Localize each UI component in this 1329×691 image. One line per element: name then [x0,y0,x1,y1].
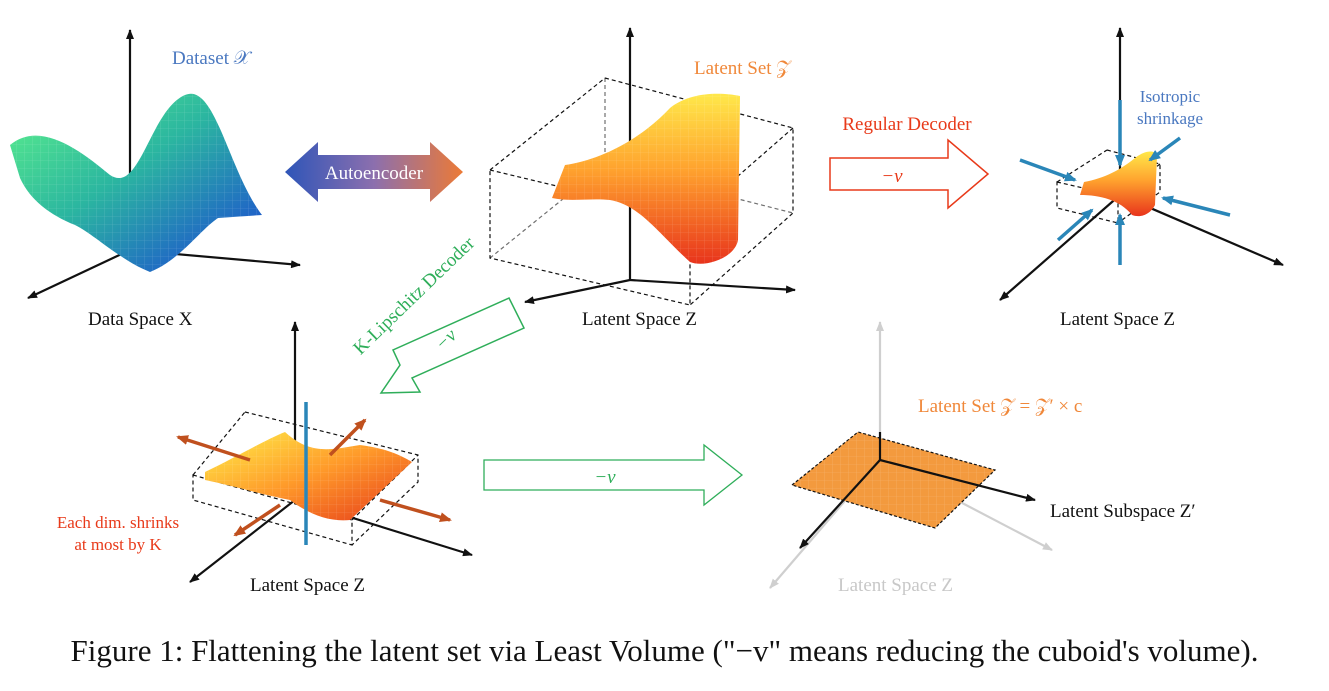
latent-space-label: Latent Space Z [1060,309,1175,330]
flat-set-label: Latent Set 𝒵 = 𝒵′ × c [918,396,1082,417]
shrink-note-label-2: at most by K [74,535,162,554]
figure-caption: Figure 1: Flattening the latent set via … [70,633,1259,668]
axis-y [524,278,631,305]
isotropic-label: Isotropic [1140,87,1201,106]
data-space-label: Data Space X [88,309,193,330]
latent-lipschitz-panel: Each dim. shrinks at most by K Latent Sp… [57,321,473,596]
latent-set-label: Latent Set 𝒵 [694,58,792,79]
regular-decoder-arrow: Regular Decoder −v [829,114,990,210]
latent-space-label: Latent Space Z [250,575,365,596]
shrink-arrows [1019,100,1231,265]
latent-flat-panel: Latent Set 𝒵 = 𝒵′ × c Latent Subspace Z′… [769,321,1196,596]
dataset-label: Dataset 𝒳 [172,48,253,69]
subspace-axis-x [879,458,1036,502]
shrinkage-label: shrinkage [1137,109,1203,128]
subspace-label: Latent Subspace Z′ [1050,501,1196,522]
latent-space-label: Latent Space Z [582,309,697,330]
axis-y [27,249,131,299]
axis-y [999,194,1121,301]
lipschitz-decoder-arrow: K-Lipschitz Decoder −v [349,233,526,394]
data-space-panel: Dataset 𝒳 Data Space X [10,29,301,330]
regular-op-label: −v [881,166,903,187]
latent-center-panel: Latent Set 𝒵 Latent Space Z [489,27,796,330]
flatten-arrow: −v [483,443,744,507]
autoencoder-arrow: Autoencoder [285,142,463,202]
flatten-op-label: −v [594,467,616,488]
axis-y [189,499,296,583]
latent-right-panel: Isotropic shrinkage Latent Space Z [999,27,1284,330]
regular-decoder-label: Regular Decoder [842,114,972,135]
autoencoder-label: Autoencoder [325,163,424,184]
shrunk-surface [1080,151,1157,217]
shrink-note-label: Each dim. shrinks [57,513,179,532]
subspace-axis-y [799,459,881,549]
expand-arrows [176,418,452,537]
latent-space-label-faded: Latent Space Z [838,575,953,596]
